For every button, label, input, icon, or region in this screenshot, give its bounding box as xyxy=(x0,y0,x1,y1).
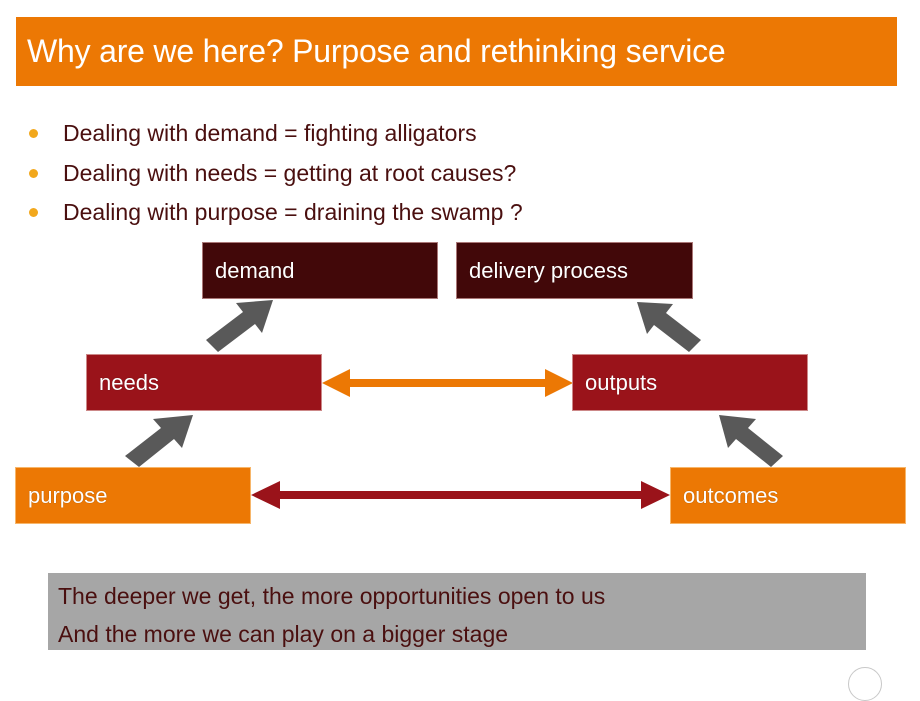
bullet-item: Dealing with purpose = draining the swam… xyxy=(26,193,523,233)
bullet-text: Dealing with needs = getting at root cau… xyxy=(63,159,517,186)
box-outputs-label: outputs xyxy=(585,369,658,395)
box-needs: needs xyxy=(87,355,321,410)
summary-note: The deeper we get, the more opportunitie… xyxy=(48,573,866,650)
note-line: And the more we can play on a bigger sta… xyxy=(58,621,509,647)
bullet-dot-icon xyxy=(29,208,38,218)
bullet-dot-icon xyxy=(29,168,38,178)
bullet-item: Dealing with needs = getting at root cau… xyxy=(26,154,523,194)
arrow-needs-to-demand xyxy=(206,300,273,352)
slide-nav-circle-icon[interactable] xyxy=(848,667,882,701)
bullet-item: Dealing with demand = fighting alligator… xyxy=(26,114,523,154)
bullet-text: Dealing with demand = fighting alligator… xyxy=(63,120,477,147)
box-outcomes: outcomes xyxy=(671,468,905,523)
box-purpose: purpose xyxy=(16,468,250,523)
bullet-dot-icon xyxy=(29,129,38,139)
slide-title: Why are we here? Purpose and rethinking … xyxy=(27,33,726,69)
double-arrow-needs-outputs xyxy=(322,369,573,397)
diagram-arrows xyxy=(125,300,783,509)
note-line: The deeper we get, the more opportunitie… xyxy=(58,583,606,609)
box-demand-label: demand xyxy=(215,257,295,283)
title-bar: Why are we here? Purpose and rethinking … xyxy=(16,17,897,86)
bullet-text: Dealing with purpose = draining the swam… xyxy=(63,199,523,226)
box-needs-label: needs xyxy=(99,369,159,395)
box-purpose-label: purpose xyxy=(28,482,108,508)
box-delivery-process-label: delivery process xyxy=(469,257,628,283)
arrow-purpose-to-needs xyxy=(125,415,193,467)
box-outcomes-label: outcomes xyxy=(683,482,779,508)
arrow-outputs-to-delivery xyxy=(637,302,701,352)
box-delivery-process: delivery process xyxy=(457,243,692,298)
box-demand: demand xyxy=(203,243,437,298)
box-outputs: outputs xyxy=(573,355,807,410)
arrow-outcomes-to-outputs xyxy=(719,415,783,467)
double-arrow-purpose-outcomes xyxy=(251,481,670,509)
bullet-list: Dealing with demand = fighting alligator… xyxy=(26,114,523,233)
